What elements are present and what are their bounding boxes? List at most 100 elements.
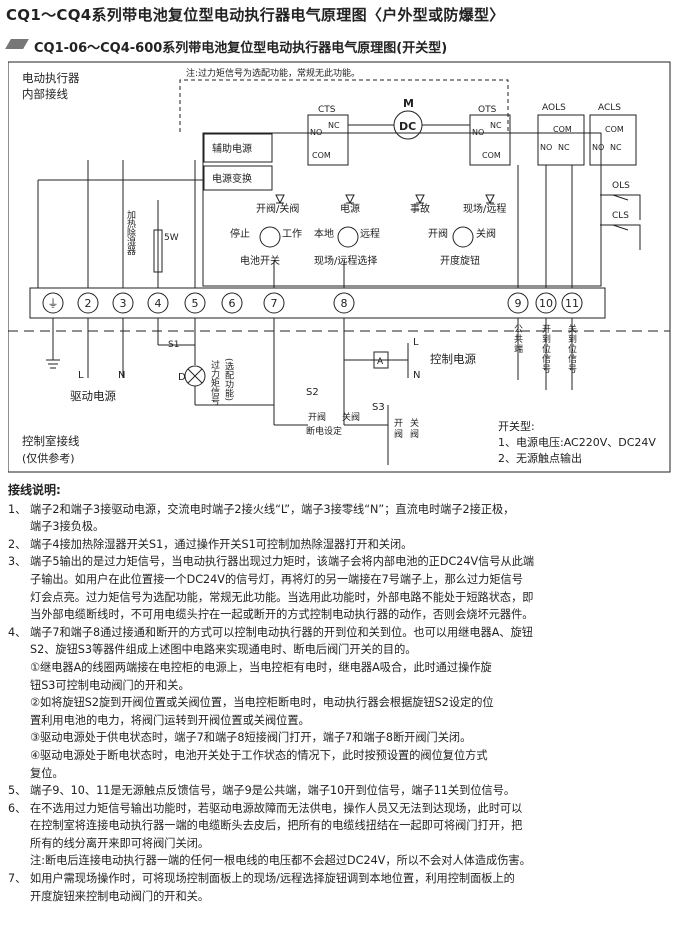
switch-type-title: 开关型: xyxy=(498,419,535,433)
ots-box xyxy=(469,114,511,166)
drive-l: L xyxy=(78,370,84,381)
s2-caption: 断电设定 xyxy=(306,425,342,437)
overload-signal: 过力矩信号 xyxy=(209,359,220,406)
cts-label: CTS xyxy=(318,105,336,115)
note-item: 7、如用户需现场操作时，可将现场控制面板上的现场/远程选择旋钮调到本地位置，利用… xyxy=(8,870,672,905)
acls-box xyxy=(589,114,637,166)
wiring-diagram: 电动执行器 内部接线 注:过力矩信号为选配功能，常规无此功能。 CTS OTS … xyxy=(8,61,671,473)
ols-label: OLS xyxy=(612,181,630,191)
knob-1-caption: 电池开关 xyxy=(240,254,280,267)
terminal-8-circle xyxy=(333,292,355,314)
note-item: ①继电器A的线圈两端接在电控柜的电源上，当电控柜有电时，继电器A吸合，此时通过操… xyxy=(8,659,672,782)
terminal-7-circle xyxy=(263,292,285,314)
note-number: 2、 xyxy=(8,537,27,551)
note-item: 1、端子2和端子3接驱动电源，交流电时端子2接火线“L”，端子3接零线“N”；直… xyxy=(8,501,672,536)
page-subtitle: CQ1-06～CQ4-600系列带电池复位型电动执行器电气原理图(开关型) xyxy=(34,41,448,56)
control-panel-box xyxy=(202,132,602,287)
note-line: ②如将旋钮S2旋到开阀位置或关阀位置，当电控柜断电时，电动执行器会根据旋钮S2设… xyxy=(30,696,494,710)
indicator-4: 现场/远程 xyxy=(463,202,506,215)
terminal-4-circle xyxy=(147,292,169,314)
term10-label-char: 位 xyxy=(542,343,551,355)
note-line: 端子2和端子3接驱动电源，交流电时端子2接火线“L”，端子3接零线“N”；直流电… xyxy=(30,502,515,516)
terminal-2-circle xyxy=(77,292,99,314)
term11-label-char: 信 xyxy=(568,353,577,365)
note-line: 注:断电后连接电动执行器一端的任何一根电线的电压都不会超过DC24V，所以不会对… xyxy=(30,854,531,868)
knob-2-right: 远程 xyxy=(360,228,380,240)
terminal-5-label: 5 xyxy=(192,297,199,310)
term10-label-char: 到 xyxy=(542,333,551,345)
term9-label-char: 端 xyxy=(514,343,523,355)
term9-label-char: 公 xyxy=(514,324,523,335)
note-line: S2、旋钮S3等器件组成上述图中电路来实现通电时、断电后阀门开关的目的。 xyxy=(30,643,417,657)
s3-close-1: 关 xyxy=(410,417,419,429)
note-line: 子输出。如用户在此位置接一个DC24V的信号灯，再将灯的另一端接在7号端子上，那… xyxy=(30,572,523,586)
motor-label: DC xyxy=(399,120,416,133)
note-line: 当外部电缆断线时，不可用电缆头拧在一起或断开的方式控制电动执行器的动作，否则会烧… xyxy=(30,608,534,622)
terminal-6-label: 6 xyxy=(229,297,236,310)
note-item: 3、端子5输出的是过力矩信号，当电动执行器出现过力矩时，该端子会将内部电池的正D… xyxy=(8,553,672,623)
terminal-8-label: 8 xyxy=(341,297,348,310)
note-item: 6、在不选用过力矩信号输出功能时，若驱动电源故障而无法供电，操作人员又无法到达现… xyxy=(8,800,672,870)
ctrl-n: N xyxy=(413,370,420,381)
terminal-10-circle xyxy=(535,292,557,314)
note-line: ①继电器A的线圈两端接在电控柜的电源上，当电控柜有电时，继电器A吸合，此时通过操… xyxy=(30,660,492,674)
note-item: 5、端子9、10、11是无源触点反馈信号，端子9是公共端，端子10开到位信号，端… xyxy=(8,782,672,800)
s3-open-2: 阀 xyxy=(394,429,403,440)
cts-nc: NC xyxy=(328,121,340,130)
terminal-6-circle xyxy=(221,292,243,314)
knob-1-left: 停止 xyxy=(230,227,250,240)
knob-2-caption: 现场/远程选择 xyxy=(314,254,377,267)
terminal-3-label: 3 xyxy=(120,297,127,310)
s2-label: S2 xyxy=(306,387,319,398)
aols-box xyxy=(537,114,585,166)
acls-label: ACLS xyxy=(598,103,621,113)
reference-only-label: (仅供参考) xyxy=(22,451,75,465)
cts-box xyxy=(307,114,349,166)
motor-letter: M xyxy=(403,97,414,110)
knob-3-caption: 开度旋钮 xyxy=(440,254,480,267)
note-line: 所有的线分离开来即可将阀门关闭。 xyxy=(30,836,210,850)
terminal-5-circle xyxy=(184,292,206,314)
acls-com: COM xyxy=(605,125,624,134)
power-convert-label: 电源变换 xyxy=(212,172,252,185)
lamp-d: D xyxy=(178,372,186,383)
control-room-label: 控制室接线 xyxy=(22,434,80,448)
note-line: 端子7和端子8通过接通和断开的方式可以控制电动执行器的开到位和关到位。也可以用继… xyxy=(30,625,533,639)
s2-close: 关阀 xyxy=(342,411,360,423)
aols-com: COM xyxy=(553,125,572,134)
note-line: 在不选用过力矩信号输出功能时，若驱动电源故障而无法供电，操作人员又无法到达现场，… xyxy=(30,801,523,815)
note-line: 端子5输出的是过力矩信号，当电动执行器出现过力矩时，该端子会将内部电池的正DC2… xyxy=(30,555,535,569)
terminal-1-label: ⏚ xyxy=(48,297,59,310)
internal-wiring-label-2: 内部接线 xyxy=(22,87,68,101)
note-number: 1、 xyxy=(8,502,27,516)
heater-power: 5W xyxy=(164,233,179,243)
note-item: 2、端子4接加热除湿器开关S1，通过操作开关S1可控制加热除湿器打开和关闭。 xyxy=(8,536,672,554)
knob-3-right: 关阀 xyxy=(476,227,496,240)
indicator-3: 事故 xyxy=(410,202,430,215)
note-line: ③驱动电源处于供电状态时，端子7和端子8短接阀门打开，端子7和端子8断开阀门关闭… xyxy=(30,731,472,745)
switch-type-item-2: 2、无源触点输出 xyxy=(498,451,582,465)
terminal-2-label: 2 xyxy=(85,297,92,310)
ots-nc: NC xyxy=(490,121,502,130)
cls-label: CLS xyxy=(612,211,629,221)
notes-list: 1、端子2和端子3接驱动电源，交流电时端子2接火线“L”，端子3接零线“N”；直… xyxy=(8,501,672,906)
acls-nc: NC xyxy=(610,143,622,152)
aux-power-box xyxy=(203,133,273,163)
terminal-11-label: 11 xyxy=(565,297,579,310)
s3-close-2: 阀 xyxy=(410,429,419,440)
terminal-1-circle xyxy=(42,292,64,314)
note-line: 端子3接负极。 xyxy=(30,520,105,534)
terminal-strip xyxy=(29,287,606,319)
note-line: 在控制室将连接电动执行器一端的电缆断头去皮后，把所有的电缆线扭结在一起即可将阀门… xyxy=(30,819,523,833)
note-line: 端子4接加热除湿器开关S1，通过操作开关S1可控制加热除湿器打开和关闭。 xyxy=(30,537,413,551)
terminal-4-label: 4 xyxy=(155,297,162,310)
note-number: 4、 xyxy=(8,625,27,639)
internal-wiring-label-1: 电动执行器 xyxy=(22,71,80,85)
terminal-7-label: 7 xyxy=(271,297,278,310)
notes-title: 接线说明: xyxy=(8,483,61,497)
ots-no: NO xyxy=(472,128,484,137)
note-number: 5、 xyxy=(8,784,27,798)
notes-section: 接线说明: 1、端子2和端子3接驱动电源，交流电时端子2接火线“L”，端子3接零… xyxy=(8,482,672,905)
knob-3-left: 开阀 xyxy=(428,227,448,240)
